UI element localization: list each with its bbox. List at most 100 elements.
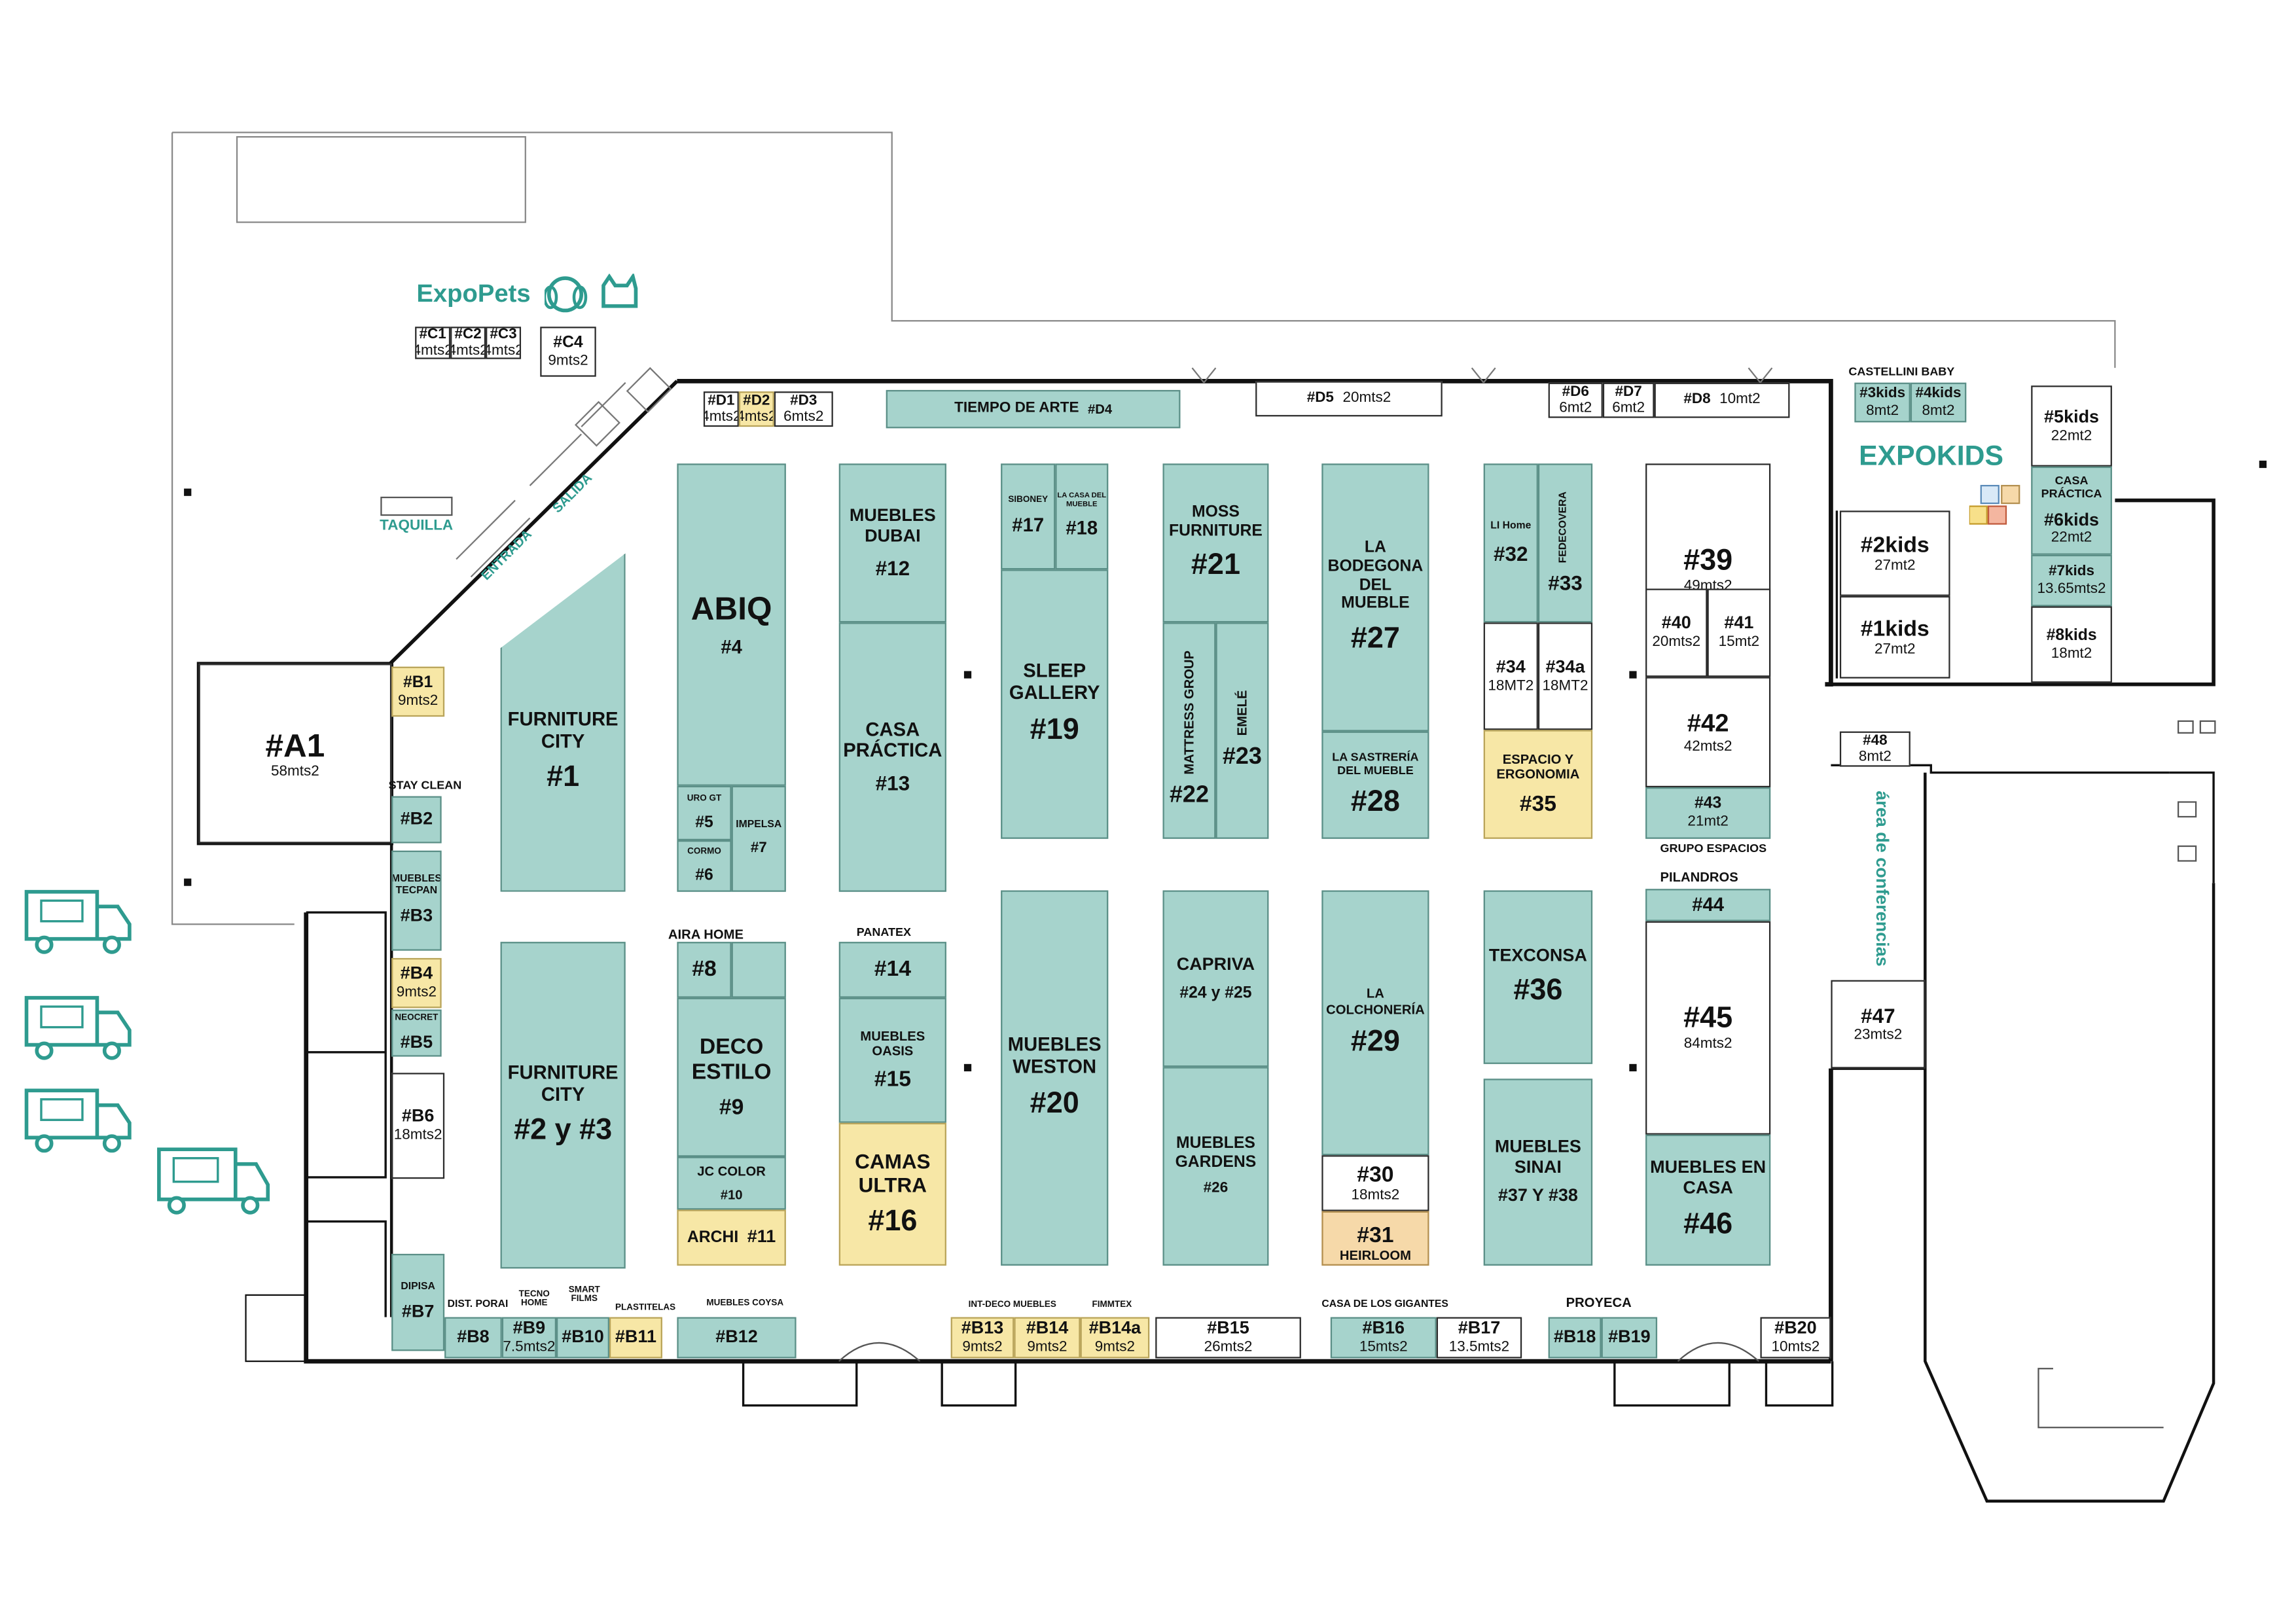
booth-c2[interactable]: #C24mts2 xyxy=(450,327,486,359)
booth-d4[interactable]: TIEMPO DE ARTE#D4 xyxy=(886,389,1181,429)
booth-6[interactable]: CORMO#6 xyxy=(677,840,732,892)
booth-c3[interactable]: #C34mts2 xyxy=(486,327,522,359)
booth-22[interactable]: MATTRESS GROUP#22 xyxy=(1162,622,1216,839)
booth-15[interactable]: MUEBLES OASIS#15 xyxy=(838,997,946,1123)
booth-37-y-38[interactable]: MUEBLES SINAI#37 Y #38 xyxy=(1483,1079,1593,1266)
column-marker xyxy=(963,671,972,679)
booth-b18[interactable]: #B18 xyxy=(1548,1317,1602,1359)
booth-24-y-25[interactable]: CAPRIVA#24 y #25 xyxy=(1162,890,1269,1067)
booth-18[interactable]: LA CASA DEL MUEBLE#18 xyxy=(1055,463,1109,570)
booth-14[interactable]: #14 xyxy=(838,942,946,998)
booth-10[interactable]: JC COLOR#10 xyxy=(677,1156,786,1210)
booth-c1[interactable]: #C14mts2 xyxy=(415,327,451,359)
booth-number: #B10 xyxy=(562,1326,604,1347)
booth-12[interactable]: MUEBLES DUBAI#12 xyxy=(838,463,946,623)
booth-7[interactable]: IMPELSA#7 xyxy=(731,785,786,892)
booth-32[interactable]: LI Home#32 xyxy=(1483,463,1538,623)
booth-b7[interactable]: DIPISA#B7 xyxy=(391,1253,445,1351)
booth-2-y-3[interactable]: FURNITURE CITY#2 y #3 xyxy=(500,942,626,1269)
booth-area: 18MT2 xyxy=(1488,677,1534,694)
booth-35[interactable]: ESPACIO Y ERGONOMIA#35 xyxy=(1483,730,1593,839)
booth-11[interactable]: ARCHI#11 xyxy=(677,1209,786,1266)
booth-area: 6mt2 xyxy=(1559,400,1592,417)
booth-28[interactable]: LA SASTRERÍA DEL MUEBLE#28 xyxy=(1321,731,1429,839)
booth-b3[interactable]: MUEBLES TECPAN#B3 xyxy=(391,850,442,951)
booth-4[interactable]: ABIQ#4 xyxy=(677,463,786,786)
booth-8[interactable]: #8 xyxy=(677,942,732,998)
proyeca-label: PROYECA xyxy=(1566,1294,1632,1310)
booth-b8[interactable]: #B8 xyxy=(444,1317,502,1359)
booth-20[interactable]: MUEBLES WESTON#20 xyxy=(1001,890,1109,1266)
booth-21[interactable]: MOSS FURNITURE#21 xyxy=(1162,463,1269,623)
booth-5[interactable]: URO GT#5 xyxy=(677,785,732,841)
booth-13[interactable]: CASA PRÁCTICA#13 xyxy=(838,622,946,892)
booth-b10[interactable]: #B10 xyxy=(556,1317,609,1359)
booth-d2[interactable]: #D24mts2 xyxy=(738,391,774,427)
booth-number: #D4 xyxy=(1087,401,1113,417)
booth-44[interactable]: #44 xyxy=(1645,889,1771,921)
booth-27[interactable]: LA BODEGONA DEL MUEBLE#27 xyxy=(1321,463,1429,732)
booth-23[interactable]: EMELÉ#23 xyxy=(1215,622,1269,839)
booth-exhibitor-name: CAMAS ULTRA xyxy=(855,1149,931,1197)
booth-33[interactable]: FEDECOVERA#33 xyxy=(1537,463,1593,623)
booth-16[interactable]: CAMAS ULTRA#16 xyxy=(838,1122,946,1266)
booth-b12[interactable]: #B12 xyxy=(677,1317,797,1359)
booth-b11[interactable]: #B11 xyxy=(609,1317,662,1359)
booth-36[interactable]: TEXCONSA#36 xyxy=(1483,890,1593,1064)
column-marker xyxy=(184,878,192,886)
booth-number: #B4 xyxy=(400,963,433,984)
booth-blank[interactable] xyxy=(731,942,786,998)
booth-area: 4mts2 xyxy=(416,342,448,359)
booth-19[interactable]: SLEEP GALLERY#19 xyxy=(1001,569,1109,839)
aira-home-label: AIRA HOME xyxy=(668,927,744,942)
booth-b5[interactable]: NEOCRET#B5 xyxy=(391,1009,442,1057)
booth-26[interactable]: MUEBLES GARDENS#26 xyxy=(1162,1067,1269,1266)
booth-46[interactable]: MUEBLES EN CASA#46 xyxy=(1645,1134,1771,1266)
booth-17[interactable]: SIBONEY#17 xyxy=(1001,463,1056,570)
booth-29[interactable]: LA COLCHONERÍA#29 xyxy=(1321,890,1429,1156)
booth-number: #41 xyxy=(1724,613,1754,633)
booth-number: #17 xyxy=(1012,513,1045,536)
booth-d1[interactable]: #D14mts2 xyxy=(703,391,739,427)
booth-b19[interactable]: #B19 xyxy=(1601,1317,1658,1359)
booth-b2[interactable]: #B2 xyxy=(391,796,442,844)
booth-9[interactable]: DECO ESTILO#9 xyxy=(677,997,786,1157)
